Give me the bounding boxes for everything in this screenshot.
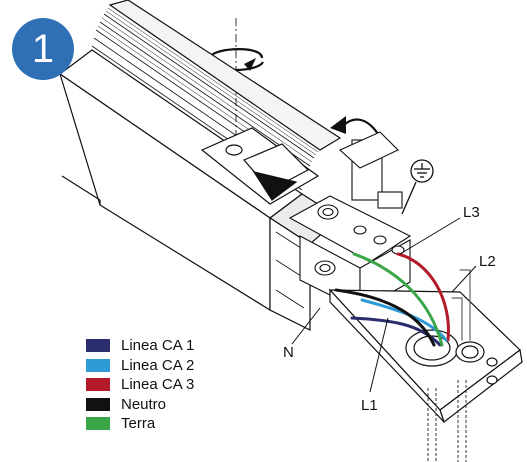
cables [334, 252, 471, 347]
wire-color-legend: Linea CA 1 Linea CA 2 Linea CA 3 Neutro … [86, 336, 194, 434]
wire-l1 [350, 316, 442, 347]
legend-item: Linea CA 2 [86, 356, 194, 376]
label-plate [200, 127, 320, 205]
wire-earth [352, 252, 444, 347]
legend-label: Neutro [121, 395, 167, 413]
legend-swatch [86, 339, 110, 353]
legend-label: Linea CA 1 [121, 337, 195, 355]
legend-label: Linea CA 2 [121, 356, 195, 374]
terminal-block [288, 131, 412, 311]
legend-item: Linea CA 1 [86, 336, 194, 356]
step-badge: 1 [12, 18, 74, 80]
cable-guide-lines [427, 380, 467, 462]
legend-label: Terra [121, 415, 156, 433]
callout-l1: L1 [361, 397, 378, 414]
callout-l3: L3 [463, 204, 480, 221]
direction-arrow-icon [252, 171, 298, 201]
legend-item: Neutro [86, 395, 194, 415]
legend-swatch [86, 358, 110, 372]
ground-icon [401, 159, 434, 215]
legend-swatch [86, 397, 110, 411]
legend-swatch [86, 417, 110, 431]
step-number: 1 [31, 27, 55, 71]
legend-label: Linea CA 3 [121, 376, 195, 394]
leader-lines [291, 217, 477, 393]
legend-item: Linea CA 3 [86, 375, 194, 395]
callout-n: N [283, 344, 294, 361]
screw-hole [225, 144, 243, 156]
legend-item: Terra [86, 414, 194, 434]
wire-neutral [334, 288, 436, 347]
callout-l2: L2 [479, 253, 496, 270]
wire-l3 [396, 252, 450, 342]
legend-swatch [86, 378, 110, 392]
